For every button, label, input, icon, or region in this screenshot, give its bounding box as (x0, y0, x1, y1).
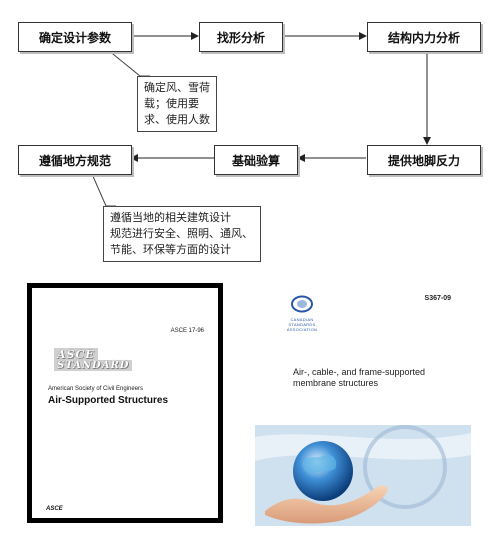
asce-logo-text: ASCE (54, 348, 98, 361)
callout-params-line: 求、使用人数 (144, 113, 210, 126)
callout-params-line: 载；使用要 (144, 97, 199, 110)
asce-book-title: Air-Supported Structures (48, 395, 169, 406)
book-cover-asce-page: ASCE 17-96 ASCE STANDARD American Societ… (32, 288, 218, 518)
csa-logo-icon (291, 295, 313, 313)
node-form: 找形分析 (199, 22, 283, 52)
callout-codes-line: 规范进行安全、照明、通风、 (110, 227, 253, 240)
csa-logo-line1: CANADIAN STANDARDS (288, 317, 316, 327)
callout-pointer-codes (91, 173, 116, 207)
book-cover-asce: ASCE 17-96 ASCE STANDARD American Societ… (27, 283, 223, 523)
callout-params-line: 确定风、雪荷 (144, 81, 210, 94)
node-foundation: 基础验算 (214, 145, 298, 175)
csa-book-title: Air-, cable-, and frame-supported membra… (293, 367, 463, 389)
asce-organization: American Society of Civil Engineers (48, 386, 144, 392)
asce-standard-code: ASCE 17-96 (170, 328, 204, 334)
asce-logo-subtext: STANDARD (54, 360, 133, 371)
csa-logo-line2: ASSOCIATION (286, 327, 318, 332)
csa-title-line: Air-, cable-, and frame-supported (293, 367, 426, 377)
callout-params: 确定风、雪荷 载；使用要 求、使用人数 (137, 76, 217, 132)
globe-hands-illustration (255, 425, 471, 526)
callout-codes-line: 遵循当地的相关建筑设计 (110, 211, 231, 224)
callout-codes-line: 节能、环保等方面的设计 (110, 243, 231, 256)
globe-in-hands-image (255, 425, 471, 526)
csa-logo: CANADIAN STANDARDS ASSOCIATION (277, 295, 327, 332)
node-params: 确定设计参数 (18, 22, 132, 52)
node-codes: 遵循地方规范 (18, 145, 132, 175)
node-force: 结构内力分析 (367, 22, 481, 52)
csa-standard-code: S367-09 (424, 295, 451, 302)
book-cover-csa: CANADIAN STANDARDS ASSOCIATION S367-09 A… (255, 283, 471, 526)
csa-title-line: membrane structures (293, 378, 379, 388)
node-reaction: 提供地脚反力 (367, 145, 481, 175)
asce-publisher-mark: ASCE (46, 506, 63, 512)
callout-codes: 遵循当地的相关建筑设计 规范进行安全、照明、通风、 节能、环保等方面的设计 (103, 206, 261, 262)
callout-pointer-params (107, 49, 150, 77)
